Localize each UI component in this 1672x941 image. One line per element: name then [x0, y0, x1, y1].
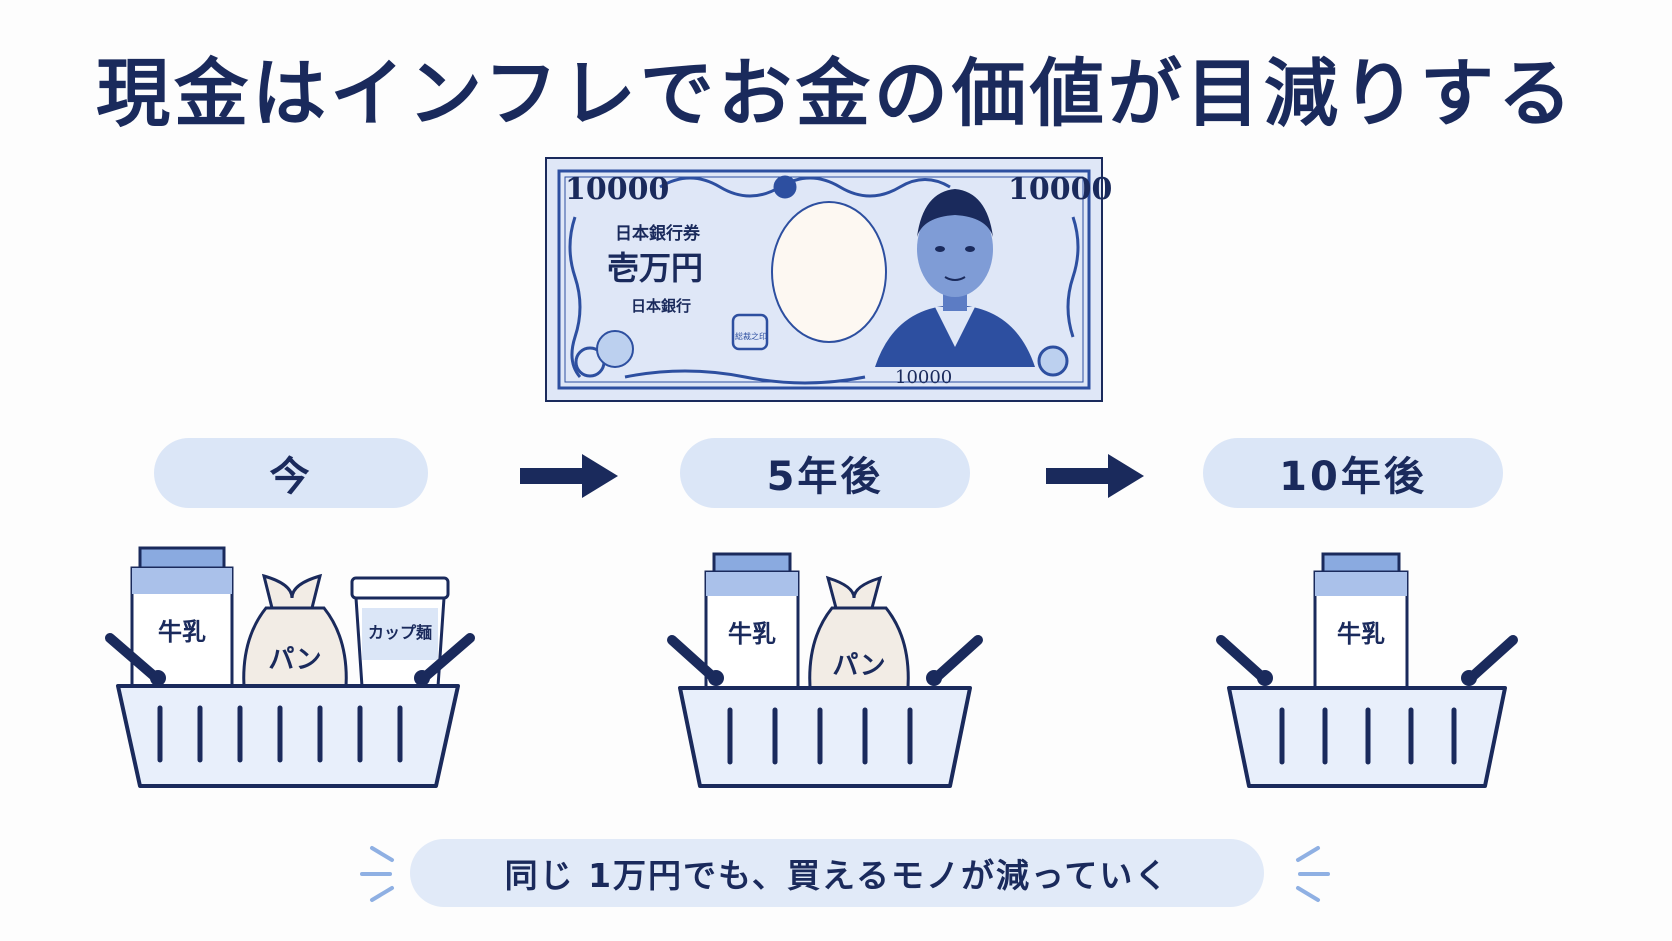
value-kanji: 壱万円 [607, 249, 703, 287]
shopping-basket-5-years: 牛乳 パン [667, 552, 983, 788]
seal-stamp [731, 313, 769, 351]
item-label: パン [268, 645, 321, 675]
basket-body [667, 635, 983, 788]
rosette-icon [596, 330, 634, 368]
stage-label-10-years: 10年後 [1203, 438, 1503, 508]
basket-body [105, 633, 475, 788]
stage-label-now: 今 [154, 438, 428, 508]
item-label: 牛乳 [1337, 620, 1385, 648]
denomination-right: 10000 [1008, 172, 1112, 207]
stage-label-5-years: 5年後 [680, 438, 970, 508]
page-title: 現金はインフレでお金の価値が目減りする [96, 51, 1576, 137]
ornament-bottom [624, 369, 866, 385]
watermark-oval [771, 201, 887, 343]
item-label: カップ麺 [368, 623, 432, 642]
shopping-basket-10-years: 牛乳 [1216, 552, 1518, 788]
basket-body [1216, 635, 1518, 788]
denomination-left: 10000 [565, 172, 669, 207]
ten-thousand-yen-banknote: 10000 10000 日本銀行券 壱万円 日本銀行 総裁之印 10000 [545, 157, 1112, 402]
emphasis-lines-left-icon [360, 846, 394, 902]
footer-message: 同じ 1万円でも、買えるモノが減っていく [410, 839, 1264, 907]
item-label: 牛乳 [158, 618, 206, 646]
bank-name: 日本銀行 [631, 297, 691, 315]
item-label: パン [832, 651, 885, 681]
right-arrow-icon [520, 454, 618, 498]
item-label: 牛乳 [728, 620, 776, 648]
seal-text: 総裁之印 [735, 331, 767, 341]
portrait [875, 189, 1035, 367]
ornament-top [659, 175, 951, 199]
ornament-right [1037, 216, 1080, 377]
issuer-text: 日本銀行券 [615, 223, 701, 244]
shopping-basket-now: 牛乳 パン カップ麺 [105, 546, 475, 788]
emphasis-lines-right-icon [1296, 846, 1330, 902]
right-arrow-icon [1046, 454, 1144, 498]
serial-number: 10000 [895, 367, 952, 388]
